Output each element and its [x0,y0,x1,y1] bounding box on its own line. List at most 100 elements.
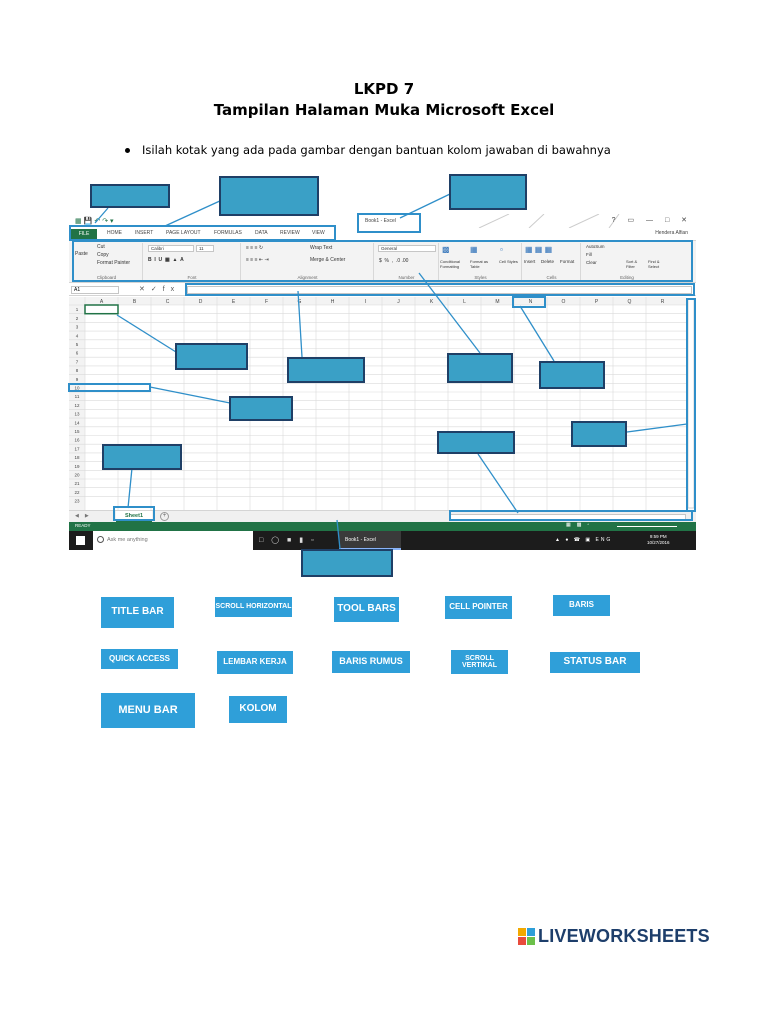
answer-drop-box[interactable] [175,343,248,370]
bold-icon[interactable]: B I U ▦ ▲ A [148,257,184,263]
answer-baris-rumus[interactable]: BARIS RUMUS [332,651,410,673]
answer-drop-box[interactable] [571,421,627,447]
zoom-slider[interactable] [617,526,677,527]
windows-start-icon[interactable] [76,536,85,545]
find-select-button[interactable]: Find & Select [648,259,660,269]
delete-button[interactable]: Delete [541,259,555,264]
system-tray-icon[interactable]: ▲ ● ☎ ▣ ENG [555,537,613,543]
name-box[interactable]: A1 [71,286,119,294]
format-painter-button[interactable]: Format Painter [97,260,131,266]
row-header: 21 [74,481,80,486]
answer-lembar-kerja[interactable]: LEMBAR KERJA [217,651,293,674]
column-header: O [562,299,566,305]
cell-styles-button[interactable]: Cell Styles [499,259,518,264]
answer-quick-access[interactable]: QUICK ACCESS [101,649,178,669]
window-controls-icon[interactable]: ? ▭ — □ ✕ [611,217,692,224]
answer-tool-bars[interactable]: TOOL BARS [334,597,399,622]
autosum-button[interactable]: AutoSum [586,244,605,249]
paste-button[interactable]: Paste [75,251,88,257]
horizontal-scrollbar[interactable] [450,514,686,520]
fill-button[interactable]: Fill [586,252,592,257]
font-size-field[interactable]: 11 [196,245,214,252]
logo-block [518,936,526,945]
answer-menu-bar[interactable]: MENU BAR [101,693,195,728]
cells-label: Cells [546,275,557,280]
answer-drop-box[interactable] [449,174,527,210]
font-label: Font [187,275,197,280]
taskbar-excel-app[interactable]: Book1 - Excel [339,531,401,550]
answer-drop-box[interactable] [301,549,393,577]
instruction: Isilah kotak yang ada pada gambar dengan… [125,143,611,157]
format-as-table-button[interactable]: Format as Table [470,259,489,269]
tab-review[interactable]: REVIEW [280,230,300,236]
tab-data[interactable]: DATA [255,230,268,236]
wrap-text-button[interactable]: Wrap Text [310,245,333,251]
answer-drop-box[interactable] [447,353,513,383]
answer-cell-pointer[interactable]: CELL POINTER [445,596,512,619]
row-header: 3 [76,325,79,330]
formula-input[interactable] [187,286,692,294]
fx-icon[interactable]: ✕✓fx [139,286,181,293]
taskbar-search[interactable]: Ask me anything [93,531,253,550]
align-top-icon[interactable]: ≡ ≡ ≡ ↻ [246,245,264,251]
answer-drop-box[interactable] [229,396,293,421]
answer-scroll-horizontal[interactable]: SCROLL HORIZONTAL [215,597,292,617]
logo-blocks-icon [518,927,535,945]
number-label: Number [398,275,415,280]
user-name[interactable]: Hendera Alfian [655,230,688,236]
clipboard-group: Paste Cut Copy Format Painter Clipboard [71,243,143,281]
answer-kolom[interactable]: KOLOM [229,696,287,723]
tab-view[interactable]: VIEW [312,230,325,236]
answer-drop-box[interactable] [219,176,319,216]
sheet-nav-icon[interactable]: ◀▶ [75,513,95,519]
format-table-icon[interactable]: ▦ [470,245,478,254]
align-left-icon[interactable]: ≡ ≡ ≡ ⇤ ⇥ [246,257,269,263]
sort-filter-button[interactable]: Sort & Filter [626,259,638,269]
answer-drop-box[interactable] [437,431,515,454]
tab-formulas[interactable]: FORMULAS [214,230,242,236]
clear-button[interactable]: Clear [586,260,597,265]
sheet-tab[interactable]: Sheet1 [116,511,152,522]
conditional-formatting-icon[interactable]: ▩ [442,245,450,254]
answer-title-bar[interactable]: TITLE BAR [101,597,174,628]
answer-drop-box[interactable] [539,361,605,389]
tab-home[interactable]: HOME [107,230,122,236]
worksheet-title: LKPD 7 [353,80,415,98]
answer-drop-box[interactable] [102,444,182,470]
number-format-field[interactable]: General [378,245,436,252]
column-header-bar [69,297,686,305]
answer-scroll-vertikal[interactable]: SCROLL VERTIKAL [451,650,508,674]
answer-baris[interactable]: BARIS [553,595,610,616]
row-header: 18 [74,455,80,460]
answer-status-bar[interactable]: STATUS BAR [550,652,640,673]
merge-center-button[interactable]: Merge & Center [310,257,346,263]
tab-page-layout[interactable]: PAGE LAYOUT [166,230,201,236]
styles-group: ▩ ▦ ▫ Conditional Formatting Format as T… [440,243,522,281]
tab-file[interactable]: FILE [71,229,97,240]
row-header: 10 [74,386,80,391]
tab-insert[interactable]: INSERT [135,230,154,236]
conditional-formatting-button[interactable]: Conditional Formatting [440,259,461,269]
background-decoration [478,214,620,228]
answer-drop-box[interactable] [90,184,170,208]
cut-button[interactable]: Cut [97,244,105,250]
font-name-field[interactable]: Calibri [148,245,194,252]
currency-icon[interactable]: $ % , .0 .00 [379,258,409,264]
add-sheet-icon[interactable]: + [160,512,169,521]
bullet-icon [125,148,130,153]
insert-button[interactable]: Insert [524,259,536,264]
editing-label: Editing [620,275,634,280]
view-buttons-icon[interactable]: ▦▩▫ [566,522,596,528]
clipboard-label: Clipboard [96,275,117,280]
insert-cells-icon[interactable]: ▦ ▦ ▦ [525,245,553,254]
format-button[interactable]: Format [560,259,575,264]
cell-styles-icon[interactable]: ▫ [500,245,503,254]
row-header: 11 [75,394,80,399]
taskbar-apps-icon[interactable]: □◯■▮▫ [259,537,322,544]
row-header: 2 [76,316,79,321]
answer-drop-box[interactable] [287,357,365,383]
copy-button[interactable]: Copy [97,252,109,258]
status-bar: READY ▦▩▫ [69,522,696,531]
